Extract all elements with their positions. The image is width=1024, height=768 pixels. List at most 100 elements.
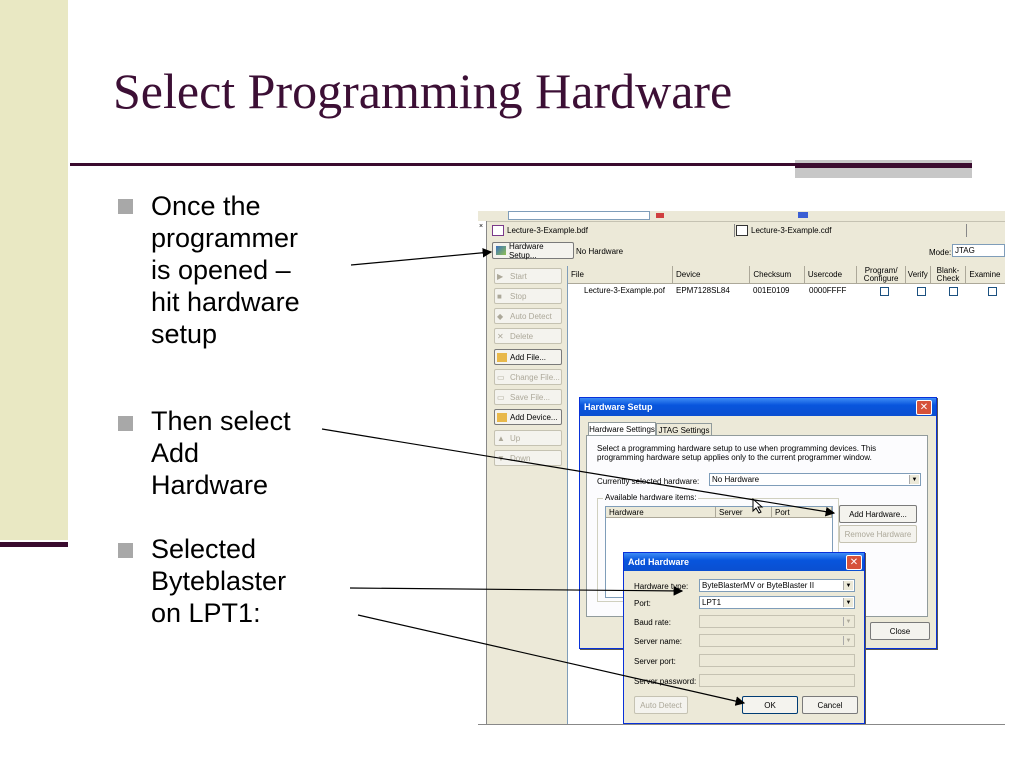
add-hardware-button[interactable]: Add Hardware...: [839, 505, 917, 523]
bullet-marker: [118, 543, 133, 558]
file-tab-cdf[interactable]: Lecture-3-Example.cdf: [734, 224, 967, 237]
left-gutter: [478, 221, 487, 724]
arrow-to-ok-button: [357, 614, 746, 706]
verify-checkbox[interactable]: [917, 287, 926, 296]
current-hardware-label: Currently selected hardware:: [597, 477, 700, 486]
col-file[interactable]: File: [568, 266, 674, 284]
add-file-button[interactable]: Add File...: [494, 349, 562, 365]
row-file: Lecture-3-Example.pof: [584, 286, 665, 295]
arrow-to-hardware-type: [349, 586, 684, 596]
col-program-configure[interactable]: Program/ Configure: [857, 266, 906, 284]
arrow-to-add-hardware: [321, 428, 836, 517]
baud-rate-combo[interactable]: ▼: [699, 615, 855, 628]
start-icon: ▶: [497, 271, 504, 281]
table-row[interactable]: Lecture-3-Example.pof EPM7128SL84 001E01…: [568, 285, 1005, 297]
bdf-file-icon: [492, 225, 504, 236]
chevron-down-icon[interactable]: ▼: [843, 581, 853, 590]
auto-detect-hardware-button[interactable]: Auto Detect: [634, 696, 688, 714]
row-device: EPM7128SL84: [676, 286, 730, 295]
toolbar-stop-icon[interactable]: [656, 213, 664, 218]
save-file-button[interactable]: ▭Save File...: [494, 389, 562, 405]
col-blank-check[interactable]: Blank- Check: [930, 266, 967, 284]
toolbar-combo[interactable]: [508, 211, 650, 220]
close-icon[interactable]: ✕: [846, 555, 862, 570]
tab-hardware-settings[interactable]: Hardware Settings: [588, 422, 656, 436]
bullet-marker: [118, 199, 133, 214]
row-usercode: 0000FFFF: [809, 286, 847, 295]
left-decor-line: [0, 542, 68, 547]
up-button[interactable]: ▲Up: [494, 430, 562, 446]
start-button[interactable]: ▶Start: [494, 268, 562, 284]
bullet-text-1: Once the programmer is opened – hit hard…: [151, 191, 300, 349]
auto-detect-button[interactable]: ◆Auto Detect: [494, 308, 562, 324]
row-checksum: 001E0109: [753, 286, 790, 295]
blank-check-checkbox[interactable]: [949, 287, 958, 296]
add-hardware-titlebar: Add Hardware: [624, 553, 864, 571]
auto-detect-icon: ◆: [497, 311, 504, 321]
tab-jtag-settings[interactable]: JTAG Settings: [656, 423, 712, 436]
close-button[interactable]: Close: [870, 622, 930, 640]
col-verify[interactable]: Verify: [905, 266, 931, 284]
save-file-icon: ▭: [497, 392, 505, 402]
chevron-down-icon[interactable]: ▼: [843, 617, 853, 626]
col-examine[interactable]: Examine: [966, 266, 1005, 284]
server-port-input[interactable]: [699, 654, 855, 667]
stop-icon: ■: [497, 291, 502, 301]
server-password-input[interactable]: [699, 674, 855, 687]
delete-icon: ✕: [497, 331, 504, 341]
change-file-icon: ▭: [497, 372, 505, 382]
programmer-screenshot: × Lecture-3-Example.bdf Lecture-3-Exampl…: [478, 211, 1005, 725]
delete-button[interactable]: ✕Delete: [494, 328, 562, 344]
server-port-label: Server port:: [634, 657, 676, 666]
add-file-icon: [497, 352, 507, 362]
file-tab-bdf[interactable]: Lecture-3-Example.bdf: [492, 224, 735, 237]
hardware-setup-button[interactable]: Hardware Setup...: [492, 242, 574, 260]
cancel-button[interactable]: Cancel: [802, 696, 858, 714]
table-header: File Device Checksum Usercode Program/ C…: [568, 266, 1005, 284]
change-file-button[interactable]: ▭Change File...: [494, 369, 562, 385]
toolbar-abc-icon[interactable]: [798, 212, 808, 218]
col-device[interactable]: Device: [673, 266, 751, 284]
remove-hardware-button[interactable]: Remove Hardware: [839, 525, 917, 543]
close-icon[interactable]: ✕: [916, 400, 932, 415]
up-arrow-icon: ▲: [497, 433, 505, 443]
ok-button[interactable]: OK: [742, 696, 798, 714]
server-password-label: Server password:: [634, 677, 697, 686]
bullet-text-2: Then select Add Hardware: [151, 406, 291, 500]
left-decor-band: [0, 0, 68, 540]
chevron-down-icon[interactable]: ▼: [843, 598, 853, 607]
hardware-value: No Hardware: [576, 246, 624, 256]
current-hardware-combo[interactable]: No Hardware▼: [709, 473, 921, 486]
mode-label: Mode:: [929, 248, 952, 257]
gutter-close-icon[interactable]: ×: [479, 223, 484, 230]
add-hardware-dialog: Add Hardware ✕ Hardware type: ByteBlaste…: [623, 552, 865, 724]
chevron-down-icon[interactable]: ▼: [843, 636, 853, 645]
list-header: Hardware Server Port: [606, 507, 832, 518]
server-name-combo[interactable]: ▼: [699, 634, 855, 647]
col-checksum[interactable]: Checksum: [750, 266, 805, 284]
hardware-setup-titlebar: Hardware Setup: [580, 398, 936, 416]
baud-rate-label: Baud rate:: [634, 618, 671, 627]
hardware-setup-icon: [496, 246, 506, 255]
stop-button[interactable]: ■Stop: [494, 288, 562, 304]
toolbar: [478, 211, 1005, 222]
program-checkbox[interactable]: [880, 287, 889, 296]
list-col-server[interactable]: Server: [716, 507, 772, 518]
col-usercode[interactable]: Usercode: [804, 266, 858, 284]
cdf-file-icon: [736, 225, 748, 236]
bullet-text-3: Selected Byteblaster on LPT1:: [151, 534, 287, 628]
hardware-type-label: Hardware type:: [634, 582, 689, 591]
slide-title: Select Programming Hardware: [113, 63, 733, 119]
examine-checkbox[interactable]: [988, 287, 997, 296]
mouse-cursor-icon: [752, 498, 764, 514]
hardware-setup-description: Select a programming hardware setup to u…: [597, 444, 877, 462]
port-combo[interactable]: LPT1▼: [699, 596, 855, 609]
mode-combo[interactable]: JTAG: [952, 244, 1005, 257]
title-rule: [70, 163, 972, 166]
title-rule-accent-line: [795, 166, 972, 168]
add-device-button[interactable]: Add Device...: [494, 409, 562, 425]
hardware-type-combo[interactable]: ByteBlasterMV or ByteBlaster II▼: [699, 579, 855, 592]
list-col-hardware[interactable]: Hardware: [606, 507, 716, 518]
chevron-down-icon[interactable]: ▼: [909, 475, 919, 484]
